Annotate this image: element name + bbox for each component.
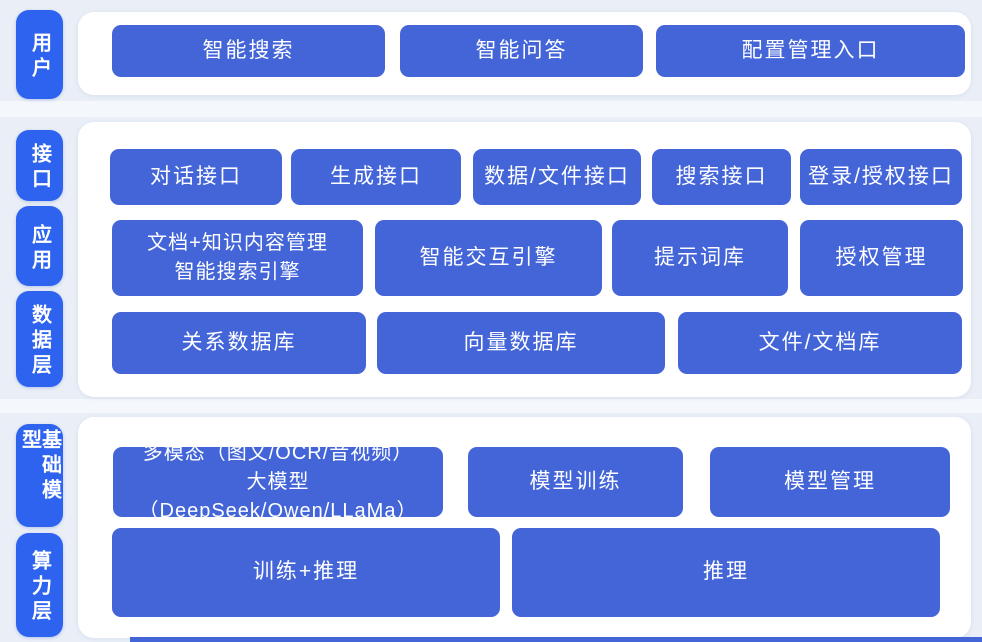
block-text-line: 多模态（图文/OCR/音视频） [142, 441, 414, 464]
layer-label-text: 基础模型 [18, 429, 61, 504]
layer-label-user: 用户 [16, 10, 63, 99]
block-training-inference: 训练+推理 [112, 528, 500, 617]
section-gap [0, 399, 982, 413]
block-prompt-library: 提示词库 [612, 220, 788, 296]
bottom-partial-bar [130, 637, 982, 642]
block-text-line: 大模型（DeepSeek/Qwen/LLaMa） [138, 470, 418, 522]
block-text-line: 文档+知识内容管理 [147, 232, 328, 254]
section-gap [0, 101, 982, 117]
layer-label-application: 应用 [16, 206, 63, 286]
block-relational-db: 关系数据库 [112, 312, 366, 374]
block-smart-qa: 智能问答 [400, 25, 643, 77]
layer-label-text: 接口 [28, 143, 51, 193]
block-multimodal-llm: 多模态（图文/OCR/音视频） 大模型（DeepSeek/Qwen/LLaMa） [113, 442, 443, 522]
block-smart-interaction-engine: 智能交互引擎 [375, 220, 602, 296]
block-generation-api: 生成接口 [291, 149, 461, 205]
block-doc-knowledge-search-engine: 文档+知识内容管理 智能搜索引擎 [112, 220, 363, 296]
layer-label-compute: 算力层 [16, 533, 63, 637]
block-search-api: 搜索接口 [652, 149, 791, 205]
layer-label-data: 数据层 [16, 291, 63, 387]
block-data-file-api: 数据/文件接口 [473, 149, 641, 205]
layer-label-foundation-model: 基础模型 [16, 424, 63, 527]
block-dialog-api: 对话接口 [110, 149, 282, 205]
layer-label-text: 应用 [28, 223, 51, 274]
layer-label-text: 算力层 [28, 550, 51, 625]
block-model-training: 模型训练 [468, 447, 683, 517]
block-smart-search: 智能搜索 [112, 25, 385, 77]
layer-label-text: 用户 [28, 32, 51, 82]
layer-label-interface: 接口 [16, 130, 63, 201]
layer-label-text: 数据层 [28, 304, 51, 379]
block-model-management: 模型管理 [710, 447, 950, 517]
block-text-line: 智能搜索引擎 [174, 261, 301, 283]
block-config-entry: 配置管理入口 [656, 25, 965, 77]
block-inference: 推理 [512, 528, 940, 617]
block-vector-db: 向量数据库 [377, 312, 665, 374]
block-auth-management: 授权管理 [800, 220, 963, 296]
block-file-doc-store: 文件/文档库 [678, 312, 962, 374]
block-login-auth-api: 登录/授权接口 [800, 149, 962, 205]
